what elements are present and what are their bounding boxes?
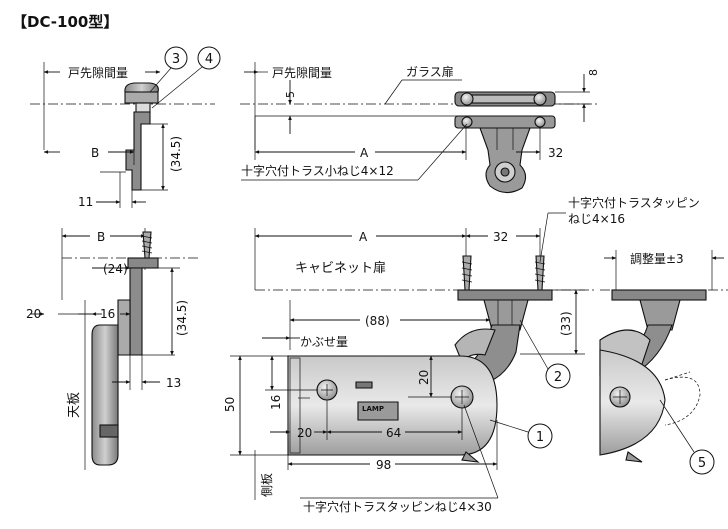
glass-door-label: ガラス扉 (406, 65, 454, 79)
dim-345-left: (34.5) (175, 300, 189, 336)
dim-13: 13 (166, 376, 181, 390)
svg-text:2: 2 (554, 370, 562, 385)
dim-20-left: 20 (26, 307, 41, 321)
screw-small-label: 十字穴付トラス小ねじ4×12 (241, 163, 394, 178)
dim-11: 11 (78, 195, 93, 209)
dim-88: (88) (365, 314, 390, 328)
dim-33: (33) (559, 311, 573, 336)
dim-20-v: 20 (417, 370, 431, 385)
dim-32-top: 32 (548, 146, 563, 160)
adjust-label: 調整量±3 (630, 251, 684, 266)
callout-3: 3 (149, 46, 188, 93)
callout-1: 1 (489, 419, 553, 449)
svg-text:3: 3 (172, 52, 180, 67)
screw-tap16-label-line2: ねじ4×16 (568, 212, 625, 226)
callout-2: 2 (519, 319, 571, 389)
dim-a-top: A (360, 146, 369, 160)
right-detail-view: 調整量±3 (599, 250, 728, 463)
dim-b-left: B (97, 230, 105, 244)
dim-24: (24) (103, 262, 128, 276)
dim-16-left: 16 (100, 307, 115, 321)
dim-20-h: 20 (297, 426, 312, 440)
dim-a-main: A (359, 230, 368, 244)
door-gap-label-1: 戸先隙間量 (68, 66, 128, 80)
screw-tap30-label: 十字穴付トラスタッピンねじ4×30 (303, 499, 492, 514)
cover-label: かぶせ量 (300, 335, 348, 349)
svg-text:4: 4 (205, 52, 213, 67)
svg-text:1: 1 (536, 430, 544, 445)
screw-tap16-label-line1: 十字穴付トラスタッピン (568, 195, 700, 210)
lamp-logo-text: LAMP (362, 405, 384, 413)
dim-98: 98 (376, 458, 391, 472)
door-gap-label-2: 戸先隙間量 (272, 66, 332, 80)
main-front-view: A 32 キャビネット扉 (33) (88) かぶせ量 (223, 228, 595, 500)
page-title: 【DC-100型】 (12, 13, 118, 31)
left-side-view: B (24) 20 16 (34.5) 13 天板 (26, 228, 200, 470)
dim-16-v: 16 (269, 395, 283, 410)
side-panel-label: 側板 (260, 473, 274, 497)
dim-8: 8 (587, 69, 600, 76)
callout-5: 5 (659, 399, 715, 475)
top-panel-label: 天板 (67, 392, 82, 418)
dim-32-main: 32 (493, 230, 508, 244)
dim-5: 5 (284, 91, 297, 98)
dim-b-top: B (91, 146, 99, 160)
top-left-view: 戸先隙間量 B (34.5) 11 (30, 62, 215, 209)
svg-text:5: 5 (698, 456, 706, 471)
dim-64: 64 (386, 426, 401, 440)
top-right-view: 戸先隙間量 5 ガラス扉 A 32 8 (240, 62, 600, 194)
callout-4: 4 (151, 46, 221, 109)
dim-345-top: (34.5) (169, 136, 183, 172)
cabinet-door-label: キャビネット扉 (295, 260, 386, 276)
dim-50: 50 (223, 397, 237, 412)
